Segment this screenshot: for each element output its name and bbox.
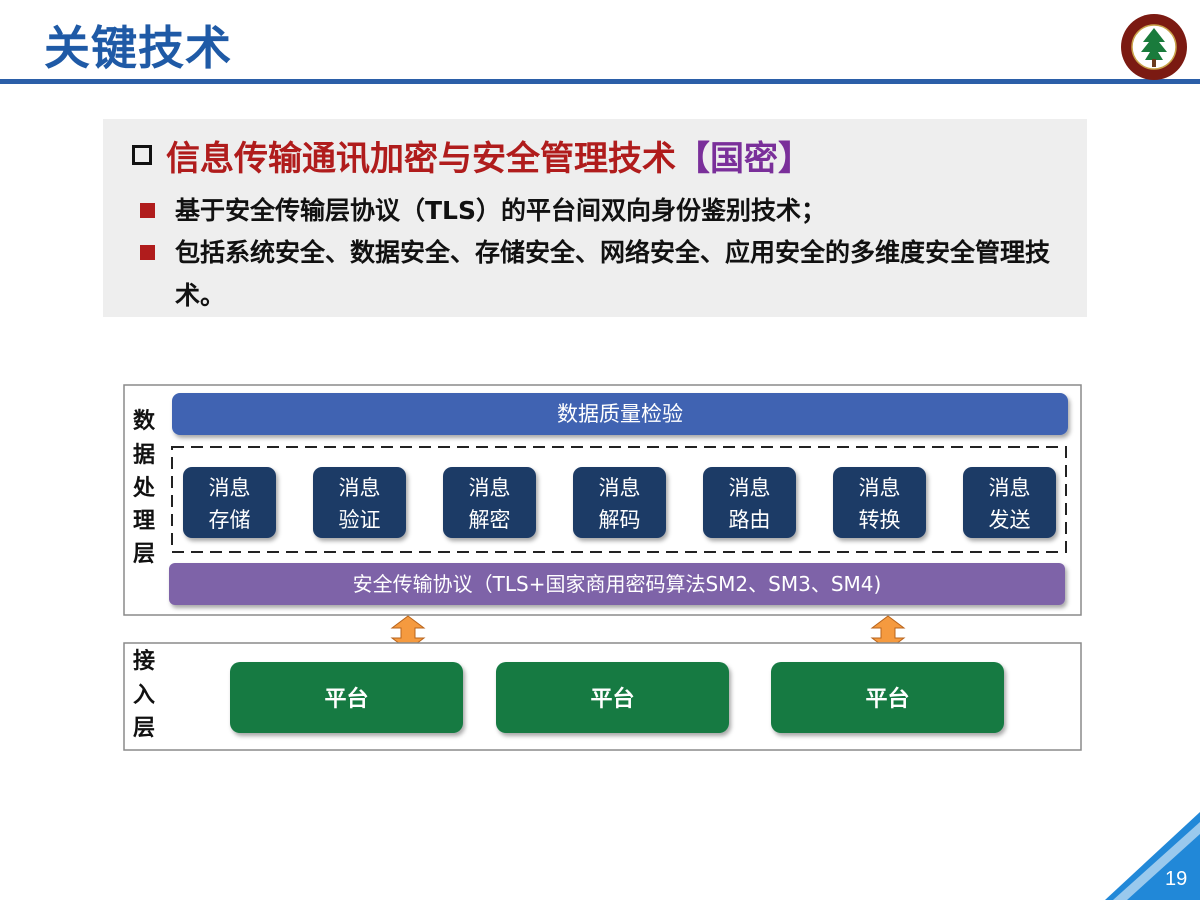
message-module-box (443, 467, 536, 538)
message-module-label: 消息 (859, 476, 901, 500)
bullet-item: 包括系统安全、数据安全、存储安全、网络安全、应用安全的多维度安全管理技术。 (140, 231, 1080, 317)
message-module-label: 消息 (469, 476, 511, 500)
platform-box: 平台 (771, 662, 1004, 733)
message-module-group (171, 446, 1067, 553)
platforms: 平台 平台 平台 (230, 662, 1004, 733)
section-heading-tag: 【国密】 (676, 138, 812, 179)
data-quality-bar (172, 393, 1068, 435)
message-module-label: 解码 (599, 508, 641, 532)
slide-title: 关键技术 (44, 21, 232, 75)
message-module-box (183, 467, 276, 538)
message-module-box (963, 467, 1056, 538)
message-module-label: 消息 (729, 476, 771, 500)
platform-label: 平台 (324, 686, 368, 712)
section-heading: 信息传输通讯加密与安全管理技术 【国密】 (132, 132, 812, 179)
layer-label-char: 数 (133, 408, 156, 434)
platform-rect (496, 662, 729, 733)
message-module-box (313, 467, 406, 538)
platform-box: 平台 (496, 662, 729, 733)
transport-protocol-label: 安全传输协议（TLS+国家商用密码算法SM2、SM3、SM4) (353, 572, 882, 596)
layer-label-char: 理 (133, 509, 155, 534)
platform-label: 平台 (865, 686, 909, 712)
message-module-label: 存储 (209, 508, 251, 532)
message-module-box (703, 467, 796, 538)
bullet-text: 基于安全传输层协议（TLS）的平台间双向身份鉴别技术； (175, 196, 826, 225)
message-module-label: 消息 (339, 476, 381, 500)
message-module-label: 解密 (469, 508, 511, 532)
page-corner-decoration (1105, 812, 1200, 900)
processing-layer-label: 数 据 处 理 层 (132, 408, 156, 567)
data-quality-label: 数据质量检验 (557, 402, 683, 426)
layer-label-char: 层 (133, 542, 155, 567)
square-bullet-icon (140, 203, 155, 218)
hollow-square-bullet-icon (132, 145, 152, 165)
layer-label-char: 处 (132, 475, 155, 501)
message-module-label: 消息 (209, 476, 251, 500)
message-module-label: 消息 (599, 476, 641, 500)
page-number: 19 (1165, 868, 1188, 890)
title-divider (0, 79, 1200, 84)
platform-rect (771, 662, 1004, 733)
square-bullet-icon (140, 245, 155, 260)
access-layer-label: 接 入 层 (133, 649, 155, 741)
layer-label-char: 层 (133, 716, 155, 741)
platform-box: 平台 (230, 662, 463, 733)
message-module-box (573, 467, 666, 538)
message-module-label: 路由 (729, 508, 771, 532)
bullet-item: 基于安全传输层协议（TLS）的平台间双向身份鉴别技术； (140, 189, 826, 232)
message-module-label: 发送 (989, 508, 1031, 532)
platform-label: 平台 (590, 686, 634, 712)
section-heading-text: 信息传输通讯加密与安全管理技术 (166, 138, 676, 179)
bullet-text: 包括系统安全、数据安全、存储安全、网络安全、应用安全的多维度安全管理技术。 (175, 238, 1051, 310)
university-seal-icon (1121, 14, 1187, 80)
message-module-label: 转换 (859, 508, 901, 532)
layer-label-char: 据 (133, 443, 155, 468)
transport-protocol-bar (169, 563, 1065, 605)
intro-panel (103, 119, 1087, 317)
message-module-box (833, 467, 926, 538)
layer-label-char: 入 (133, 683, 155, 708)
layer-label-char: 接 (133, 649, 155, 674)
platform-rect (230, 662, 463, 733)
message-module-label: 消息 (989, 476, 1031, 500)
message-module-label: 验证 (339, 508, 381, 532)
